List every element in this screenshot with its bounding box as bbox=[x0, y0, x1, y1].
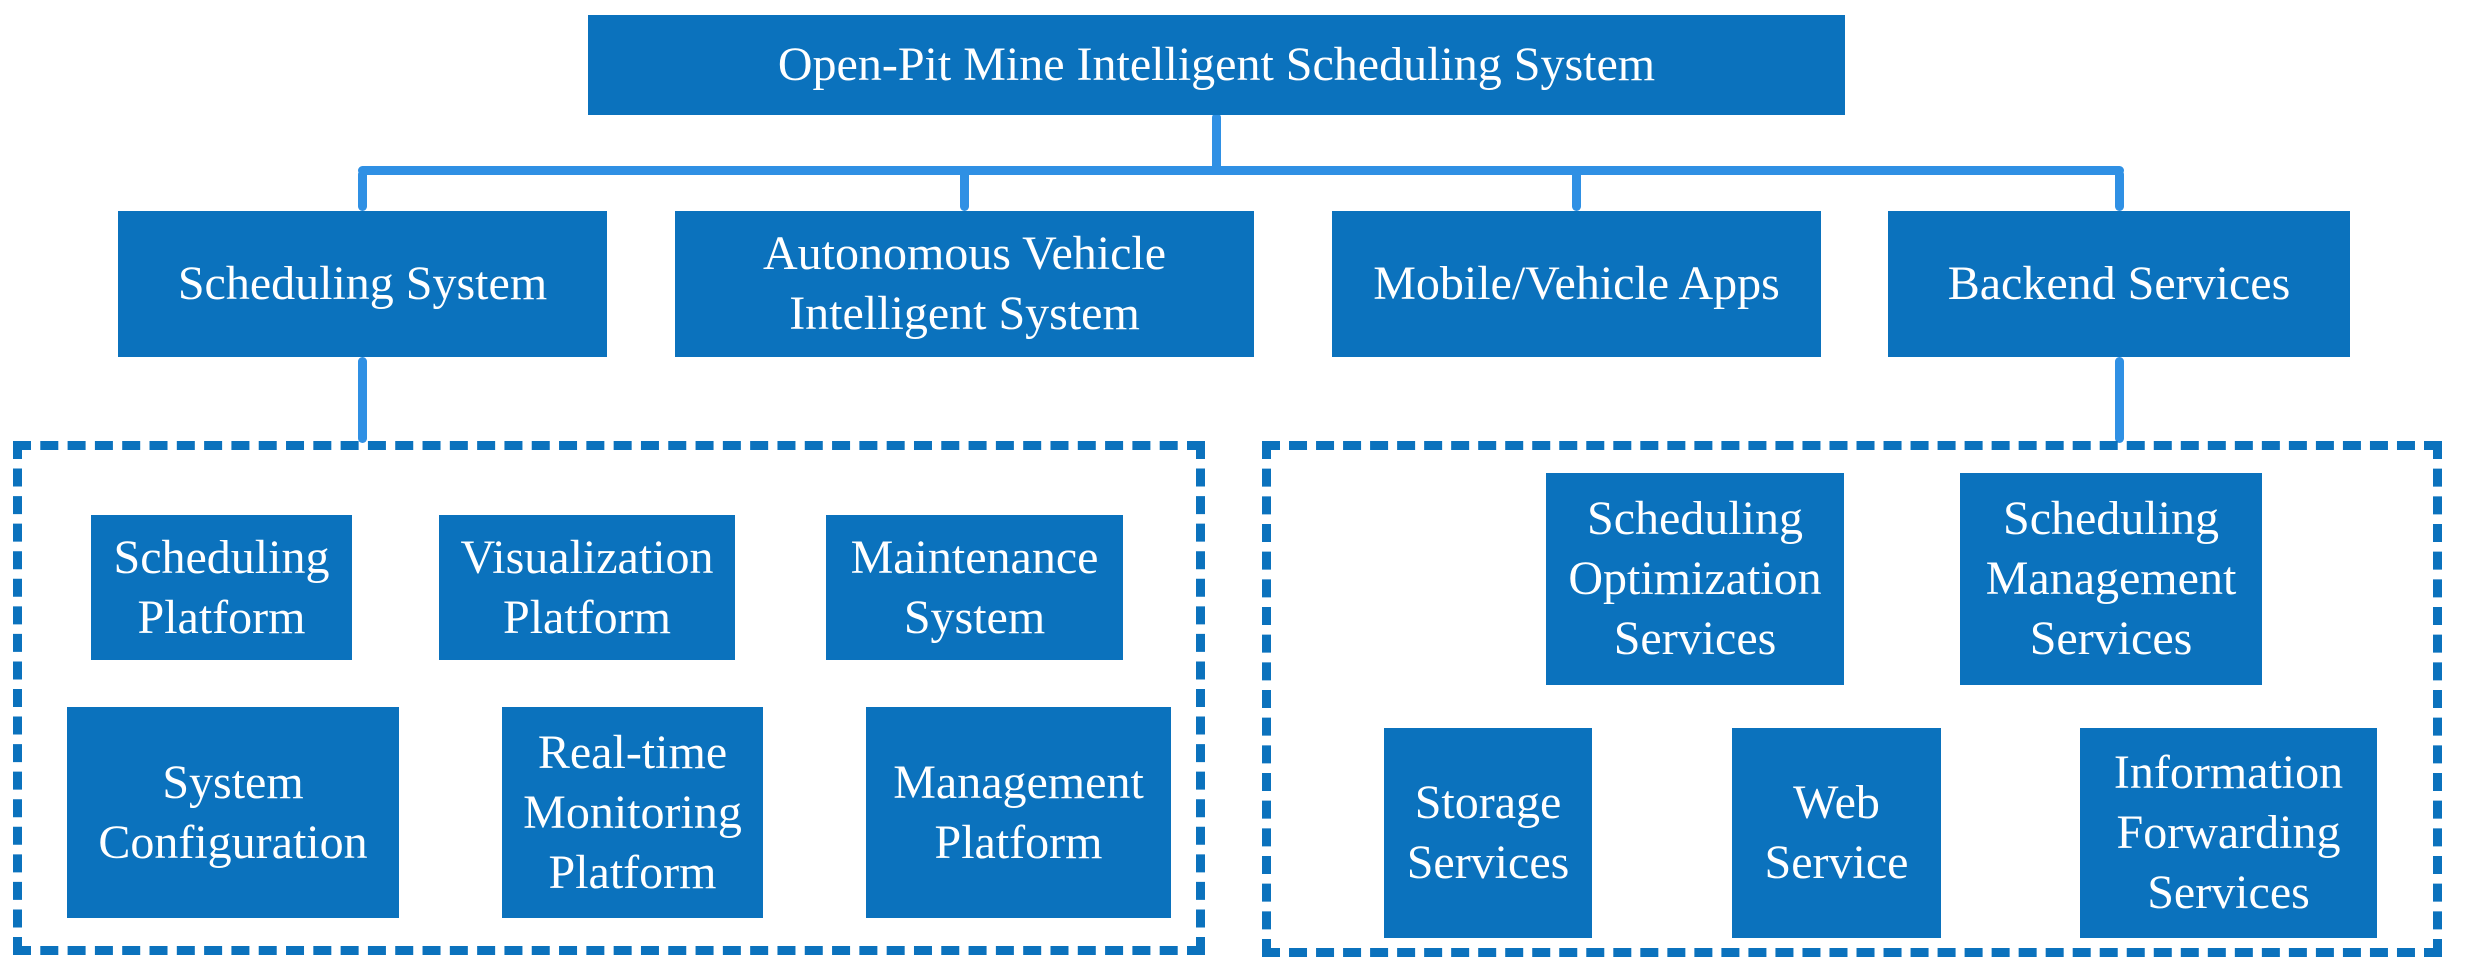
connector-drop-scheduling-system bbox=[358, 170, 367, 211]
node-web-service: Web Service bbox=[1732, 728, 1941, 938]
node-scheduling-system: Scheduling System bbox=[118, 211, 607, 357]
node-root-title: Open-Pit Mine Intelligent Scheduling Sys… bbox=[588, 15, 1845, 115]
node-scheduling-management-services: Scheduling Management Services bbox=[1960, 473, 2262, 685]
node-backend-services: Backend Services bbox=[1888, 211, 2350, 357]
node-maintenance-system: Maintenance System bbox=[826, 515, 1123, 660]
connector-scheduling-system-to-group bbox=[358, 357, 367, 443]
connector-backend-services-to-group bbox=[2115, 357, 2124, 443]
connector-root-vertical bbox=[1212, 113, 1221, 175]
node-autonomous-vehicle-intelligent-system: Autonomous Vehicle Intelligent System bbox=[675, 211, 1254, 357]
node-mobile-vehicle-apps: Mobile/Vehicle Apps bbox=[1332, 211, 1821, 357]
scheduling-system-group-container bbox=[13, 441, 1205, 955]
node-scheduling-optimization-services: Scheduling Optimization Services bbox=[1546, 473, 1844, 685]
connector-drop-mobile-vehicle-apps bbox=[1572, 170, 1581, 211]
connector-drop-autonomous-vehicle bbox=[960, 170, 969, 211]
node-management-platform: Management Platform bbox=[866, 707, 1171, 918]
connector-horizontal-bus bbox=[358, 166, 2124, 175]
connector-drop-backend-services bbox=[2115, 170, 2124, 211]
node-system-configuration: System Configuration bbox=[67, 707, 399, 918]
node-real-time-monitoring-platform: Real-time Monitoring Platform bbox=[502, 707, 763, 918]
backend-services-group-container bbox=[1262, 441, 2442, 957]
node-visualization-platform: Visualization Platform bbox=[439, 515, 735, 660]
node-scheduling-platform: Scheduling Platform bbox=[91, 515, 352, 660]
node-information-forwarding-services: Information Forwarding Services bbox=[2080, 728, 2377, 938]
node-storage-services: Storage Services bbox=[1384, 728, 1592, 938]
